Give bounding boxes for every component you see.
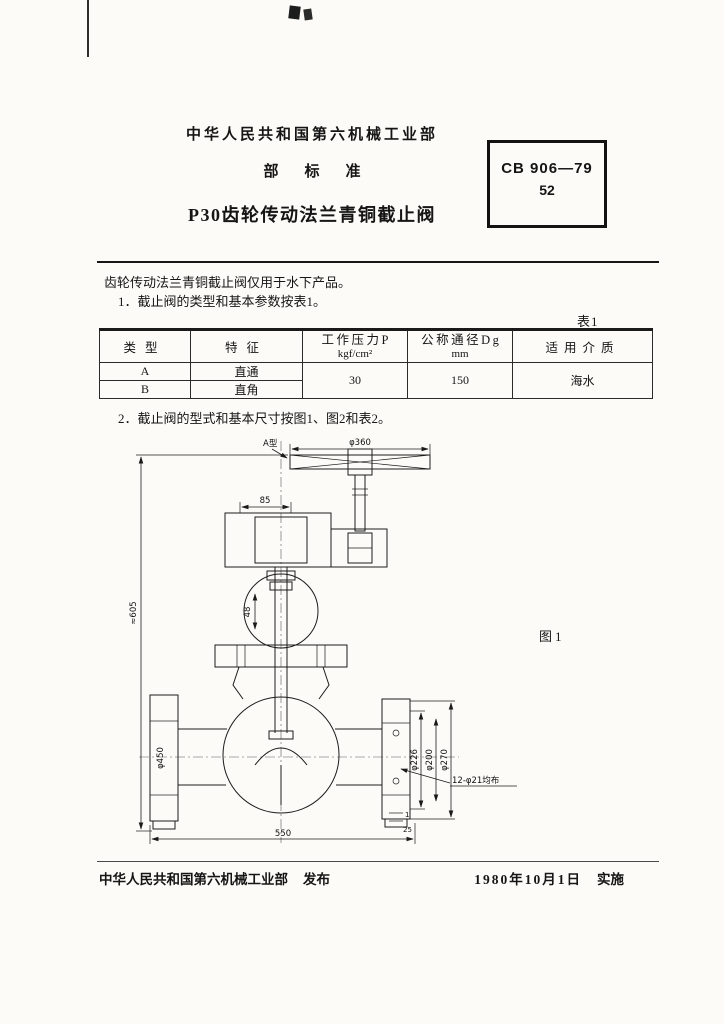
- cell-pressure: 30: [302, 362, 408, 399]
- dim-wheel: φ360: [289, 438, 431, 455]
- clause-1: 1．截止阀的类型和基本参数按表1。: [118, 294, 327, 309]
- footer-issuer: 中华人民共和国第六机械工业部: [99, 872, 288, 887]
- footer-date-group: 1980年10月1日实施: [474, 868, 660, 888]
- standard-code-box: CB 906—79 52: [487, 140, 607, 228]
- scan-artifact: [303, 8, 313, 21]
- gear-housing: [224, 512, 332, 568]
- table1-tag: 表1: [577, 314, 599, 329]
- dims-right: φ226 φ200 φ270: [410, 700, 455, 820]
- dim-25: 25: [403, 826, 412, 834]
- ministry-name: 中华人民共和国第六机械工业部: [185, 127, 438, 143]
- right-flange: [381, 698, 411, 828]
- table1-row-b: B 直角: [99, 380, 653, 399]
- dim-stem: 48: [243, 593, 258, 630]
- valve-stem: [243, 567, 319, 740]
- dims-small: 1 25: [389, 811, 412, 834]
- standard-page-number: 52: [539, 182, 555, 198]
- dim-right-3: φ270: [440, 749, 450, 771]
- drive-shaft: [330, 474, 388, 568]
- cell-feature-b: 直角: [190, 380, 303, 399]
- dim-605: ≈605: [129, 601, 139, 624]
- footer-issuer-group: 中华人民共和国第六机械工业部发布: [99, 868, 330, 888]
- table1: 类型 特征 工作压力P kgf/cm² 公称通径Dg mm 适用介质 A 直通 …: [99, 328, 653, 399]
- footer-divider: [97, 861, 659, 862]
- dim-550: 550: [275, 829, 291, 839]
- dim-right-2: φ200: [425, 749, 435, 771]
- document-title: P30齿轮传动法兰青铜截止阀: [188, 205, 436, 225]
- dim-1: 1: [405, 811, 409, 819]
- dim-48: 48: [243, 607, 253, 618]
- scan-artifact: [288, 5, 301, 20]
- table1-header-row: 类型 特征 工作压力P kgf/cm² 公称通径Dg mm 适用介质: [99, 329, 653, 363]
- footer-publish-label: 发布: [303, 872, 330, 887]
- col-header-feature: 特征: [190, 329, 303, 363]
- col-header-pressure: 工作压力P kgf/cm²: [302, 329, 408, 363]
- cell-feature-a: 直通: [190, 362, 303, 381]
- view-label-leader: [271, 448, 288, 459]
- left-flange: φ450: [149, 694, 179, 830]
- col-header-medium: 适用介质: [512, 329, 653, 363]
- footer: 中华人民共和国第六机械工业部发布 1980年10月1日实施: [99, 868, 660, 888]
- header-divider: [97, 261, 659, 263]
- table1-row-a: A 直通 30 150 海水: [99, 362, 653, 399]
- dim-wheel-dia: φ360: [349, 438, 371, 448]
- cell-diameter: 150: [407, 362, 513, 399]
- valve-body: [178, 696, 382, 814]
- dim-housing: 85: [239, 496, 292, 513]
- cell-type-b: B: [99, 380, 191, 399]
- bolt-note-text: 12-φ21均布: [452, 775, 499, 786]
- cell-type-a: A: [99, 362, 191, 381]
- col-header-diameter: 公称通径Dg mm: [407, 329, 513, 363]
- centerlines: [139, 441, 459, 843]
- handwheel: [289, 448, 431, 476]
- intro-paragraph: 齿轮传动法兰青铜截止阀仅用于水下产品。: [104, 275, 352, 290]
- valve-drawing: φ360 A型 85: [129, 438, 517, 844]
- cell-medium: 海水: [512, 362, 653, 399]
- bonnet-flange: [214, 644, 348, 700]
- figure-label: 图1: [539, 629, 565, 644]
- col-header-type: 类型: [99, 329, 191, 363]
- standard-code: CB 906—79: [501, 160, 593, 177]
- footer-implement-label: 实施: [597, 872, 624, 887]
- bolt-note: 12-φ21均布: [400, 768, 517, 787]
- standard-type-label: 部标准: [263, 164, 387, 180]
- dim-length: 550: [149, 823, 416, 844]
- scan-artifact: [87, 0, 89, 57]
- clause-2: 2．截止阀的型式和基本尺寸按图1、图2和表2。: [118, 411, 392, 426]
- dim-left-flange-dia: φ450: [156, 747, 166, 769]
- view-label: A型: [263, 439, 278, 449]
- dim-height: ≈605: [129, 454, 288, 832]
- footer-date: 1980年10月1日: [474, 872, 582, 887]
- dim-right-1: φ226: [410, 749, 420, 771]
- dim-85: 85: [260, 496, 271, 506]
